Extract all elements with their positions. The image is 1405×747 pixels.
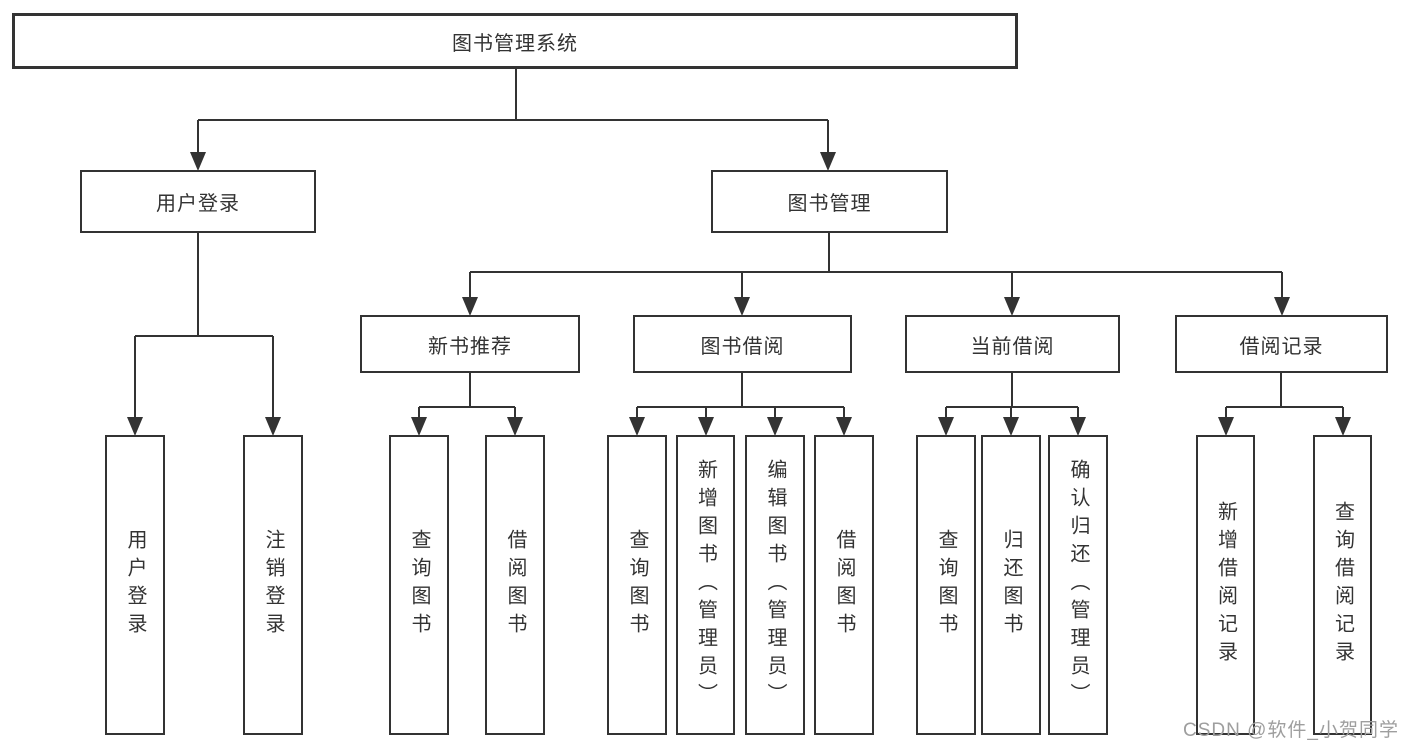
leaf-query-borrow-record: 查询借阅记录 <box>1313 435 1372 735</box>
leaf-borrow-books: 借阅图书 <box>814 435 874 735</box>
leaf-borrow-books-recommend: 借阅图书 <box>485 435 545 735</box>
node-borrowing-records: 借阅记录 <box>1175 315 1388 373</box>
leaf-user-login: 用户登录 <box>105 435 165 735</box>
leaf-edit-books-admin: 编辑图书（管理员） <box>745 435 805 735</box>
leaf-add-books-admin: 新增图书（管理员） <box>676 435 735 735</box>
leaf-query-books-current: 查询图书 <box>916 435 976 735</box>
node-new-book-recommend: 新书推荐 <box>360 315 580 373</box>
node-user-login: 用户登录 <box>80 170 316 233</box>
node-book-management: 图书管理 <box>711 170 948 233</box>
leaf-query-books-recommend: 查询图书 <box>389 435 449 735</box>
node-current-borrowing: 当前借阅 <box>905 315 1120 373</box>
leaf-confirm-return-admin: 确认归还（管理员） <box>1048 435 1108 735</box>
leaf-query-books-borrowing: 查询图书 <box>607 435 667 735</box>
leaf-logout: 注销登录 <box>243 435 303 735</box>
leaf-add-borrow-record: 新增借阅记录 <box>1196 435 1255 735</box>
leaf-return-books: 归还图书 <box>981 435 1041 735</box>
node-book-borrowing: 图书借阅 <box>633 315 852 373</box>
node-library-management-system: 图书管理系统 <box>12 13 1018 69</box>
watermark: CSDN @软件_小贺同学 <box>1183 720 1399 741</box>
